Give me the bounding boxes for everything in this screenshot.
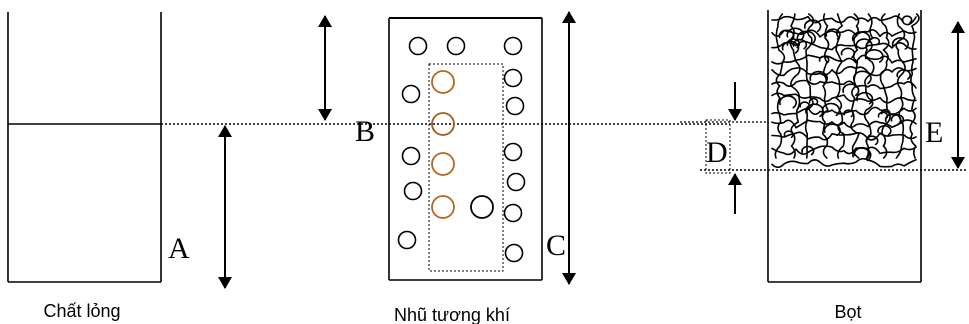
- label-b: B: [355, 115, 375, 148]
- caption-emulsion: Nhũ tương khí: [394, 305, 510, 324]
- small-bubbles: [399, 38, 525, 262]
- emulsion-container: [389, 18, 542, 280]
- foam-strand: [772, 120, 916, 128]
- foam-curl: [866, 50, 883, 62]
- label-c: C: [546, 229, 566, 262]
- foam-strand: [896, 14, 905, 158]
- foam-strand: [772, 159, 916, 168]
- rising-column: [429, 64, 503, 271]
- label-a: A: [168, 232, 190, 265]
- foam-network: [772, 14, 919, 167]
- foam-curl: [854, 71, 871, 83]
- foam-curl: [841, 48, 854, 57]
- foam-curl: [903, 16, 912, 22]
- foam-strand: [772, 55, 916, 64]
- foam-curl: [843, 84, 859, 95]
- foam-curl: [800, 102, 809, 109]
- foam-curl: [780, 96, 796, 108]
- label-d: D: [706, 136, 728, 169]
- foam-curl: [878, 112, 887, 118]
- foam-curl: [891, 115, 903, 123]
- foam-strand: [772, 67, 916, 76]
- large-bubbles: [432, 71, 493, 218]
- label-e: E: [925, 116, 943, 149]
- foam-strand: [806, 14, 814, 158]
- caption-foam: Bọt: [834, 302, 861, 322]
- caption-liquid: Chất lỏng: [43, 301, 120, 321]
- liquid-container: [8, 12, 161, 282]
